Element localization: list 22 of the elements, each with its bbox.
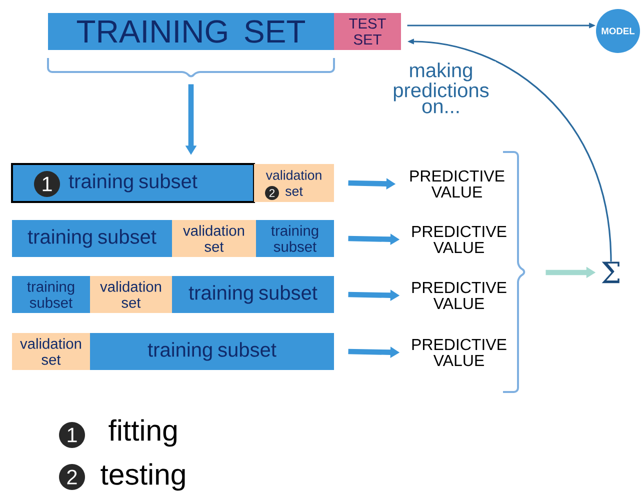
result-text: PREDICTIVE VALUE [412, 226, 506, 254]
result-text: PREDICTIVE VALUE [412, 338, 506, 366]
sum-symbol: Σ [602, 262, 620, 284]
legend-text: testing [100, 463, 185, 491]
data-bar-segment: training subset [90, 333, 334, 370]
result-text: PREDICTIVE VALUE [410, 170, 504, 198]
data-bar-segment: validation set [12, 333, 90, 370]
data-bar-segment: training subset [256, 220, 334, 257]
data-bar-segment: training subset [12, 220, 172, 257]
legend-text: fitting [108, 419, 176, 447]
callout-number: 2 [265, 186, 279, 200]
data-bar-segment: training subset [172, 276, 334, 313]
data-bar-segment: validation set [90, 276, 172, 313]
callout-number: 1 [59, 422, 85, 448]
dataset-bar-segment: TEST SET [334, 13, 401, 50]
callout-number: 1 [34, 171, 60, 197]
callout-number: 2 [59, 464, 85, 490]
edge-label: making predictions on... [386, 61, 496, 115]
data-bar-segment: validation set [172, 220, 256, 257]
data-bar-segment: training subset [12, 276, 90, 313]
result-text: PREDICTIVE VALUE [412, 282, 506, 310]
dataset-bar-segment: TRAINING SET [48, 13, 334, 50]
